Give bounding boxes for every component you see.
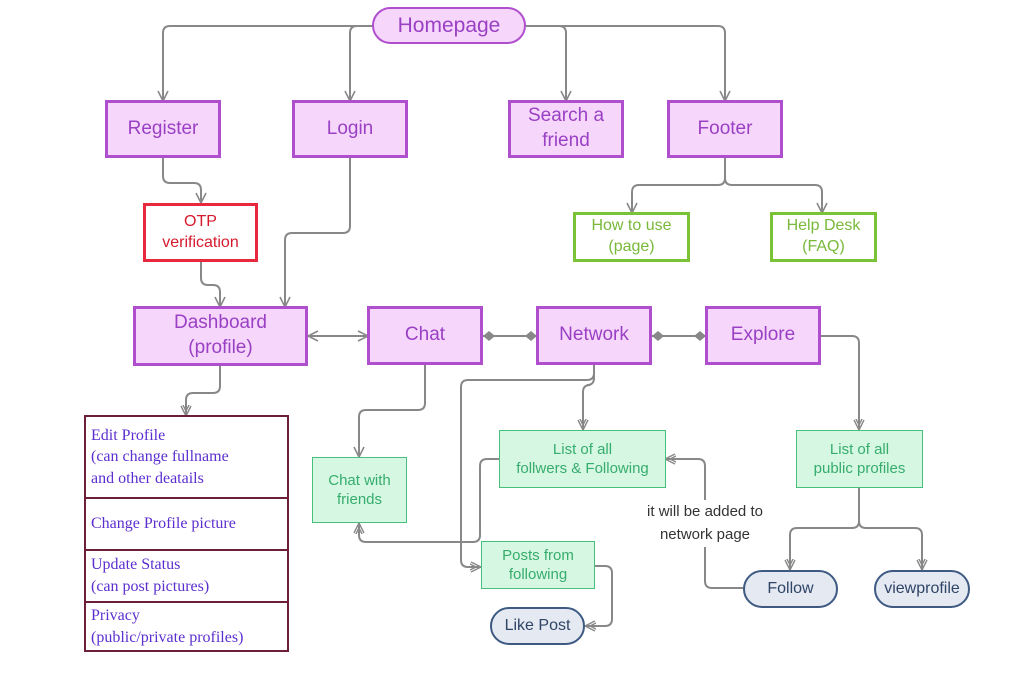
followers-list-line2: follwers & Following [516,460,649,477]
network-page-annotation: it will be added to network page [630,500,780,547]
option-privacy-line1: Privacy [91,606,140,624]
edge-dashboard-options [186,366,221,416]
option-update-status[interactable]: Update Status (can post pictures) [86,549,287,601]
edge-network-followers [583,365,595,430]
edge-followers-chatwithfriends [359,458,500,543]
chat-label: Chat [404,324,446,346]
otp-label-line2: verification [162,233,239,251]
search-friend-label-line1: Search a [527,105,605,127]
edge-login-dashboard [285,158,351,307]
posts-following-line2: following [508,566,568,583]
help-desk-label-line2: (FAQ) [802,238,845,255]
edge-otp-dashboard [200,262,220,307]
dashboard-label-line2: (profile) [188,337,253,358]
search-friend-node[interactable]: Search a friend [508,100,624,158]
option-edit-profile[interactable]: Edit Profile (can change fullname and ot… [86,417,287,497]
option-update-status-line1: Update Status [91,556,181,574]
edge-home-footer [526,25,725,101]
edge-footer-howto [632,158,726,213]
annotation-line1: it will be added to [647,503,763,520]
help-desk-node[interactable]: Help Desk (FAQ) [770,212,877,262]
option-change-picture[interactable]: Change Profile picture [86,497,287,549]
footer-node[interactable]: Footer [667,100,783,158]
edge-chat-chatwithfriends [359,365,426,457]
footer-label: Footer [697,117,753,139]
option-edit-profile-line2: (can change fullname [91,448,229,466]
login-label: Login [326,117,374,139]
like-post-node[interactable]: Like Post [490,607,585,645]
help-desk-label-line1: Help Desk [786,217,861,235]
edge-home-search [526,25,566,101]
option-edit-profile-line1: Edit Profile [91,426,166,444]
option-edit-profile-line3: and other deatails [91,469,204,487]
public-profiles-node[interactable]: List of all public profiles [796,430,923,488]
option-change-picture-line1: Change Profile picture [91,515,236,533]
register-node[interactable]: Register [105,100,221,158]
search-friend-label-line2: friend [542,130,590,151]
edge-posts-likepost [585,565,613,626]
viewprofile-label: viewprofile [884,579,960,597]
option-privacy-line2: (public/private profiles) [91,628,244,646]
posts-following-line1: Posts from [502,546,574,564]
follow-label: Follow [767,579,814,597]
chat-with-friends-line2: friends [336,491,383,508]
homepage-node[interactable]: Homepage [372,7,526,44]
edge-home-login [350,25,375,101]
annotation-line2: network page [659,526,751,544]
posts-following-node[interactable]: Posts from following [481,541,595,589]
network-node[interactable]: Network [536,306,652,365]
homepage-label: Homepage [397,13,501,37]
like-post-label: Like Post [504,616,571,634]
otp-verification-node[interactable]: OTP verification [143,203,258,262]
option-update-status-line2: (can post pictures) [91,578,210,595]
chat-with-friends-node[interactable]: Chat with friends [312,457,407,523]
chat-node[interactable]: Chat [367,306,483,365]
edge-public-follow [790,488,860,570]
network-label: Network [559,324,629,346]
chat-with-friends-line1: Chat with [328,471,391,489]
register-label: Register [127,117,199,139]
viewprofile-node[interactable]: viewprofile [874,570,970,608]
edge-footer-helpdesk [724,158,822,213]
edge-explore-publicprofiles [820,335,859,430]
edge-home-register [163,25,372,101]
edge-network-posts [460,365,595,567]
followers-list-node[interactable]: List of all follwers & Following [499,430,666,488]
edge-public-viewprofile [858,488,922,570]
profile-options-list: Edit Profile (can change fullname and ot… [84,415,289,652]
public-profiles-line1: List of all [829,440,890,458]
edge-register-otp [162,158,201,203]
dashboard-label-line1: Dashboard [174,312,267,334]
how-to-use-label-line2: (page) [608,238,655,255]
login-node[interactable]: Login [292,100,408,158]
dashboard-node[interactable]: Dashboard (profile) [133,306,308,366]
public-profiles-line2: public profiles [813,460,906,477]
explore-node[interactable]: Explore [705,306,821,365]
option-privacy[interactable]: Privacy (public/private profiles) [86,601,287,650]
follow-node[interactable]: Follow [743,570,838,608]
followers-list-line1: List of all [552,440,613,458]
explore-label: Explore [730,324,796,346]
how-to-use-node[interactable]: How to use (page) [573,212,690,262]
how-to-use-label-line1: How to use [591,217,672,235]
otp-label-line1: OTP [184,212,217,230]
